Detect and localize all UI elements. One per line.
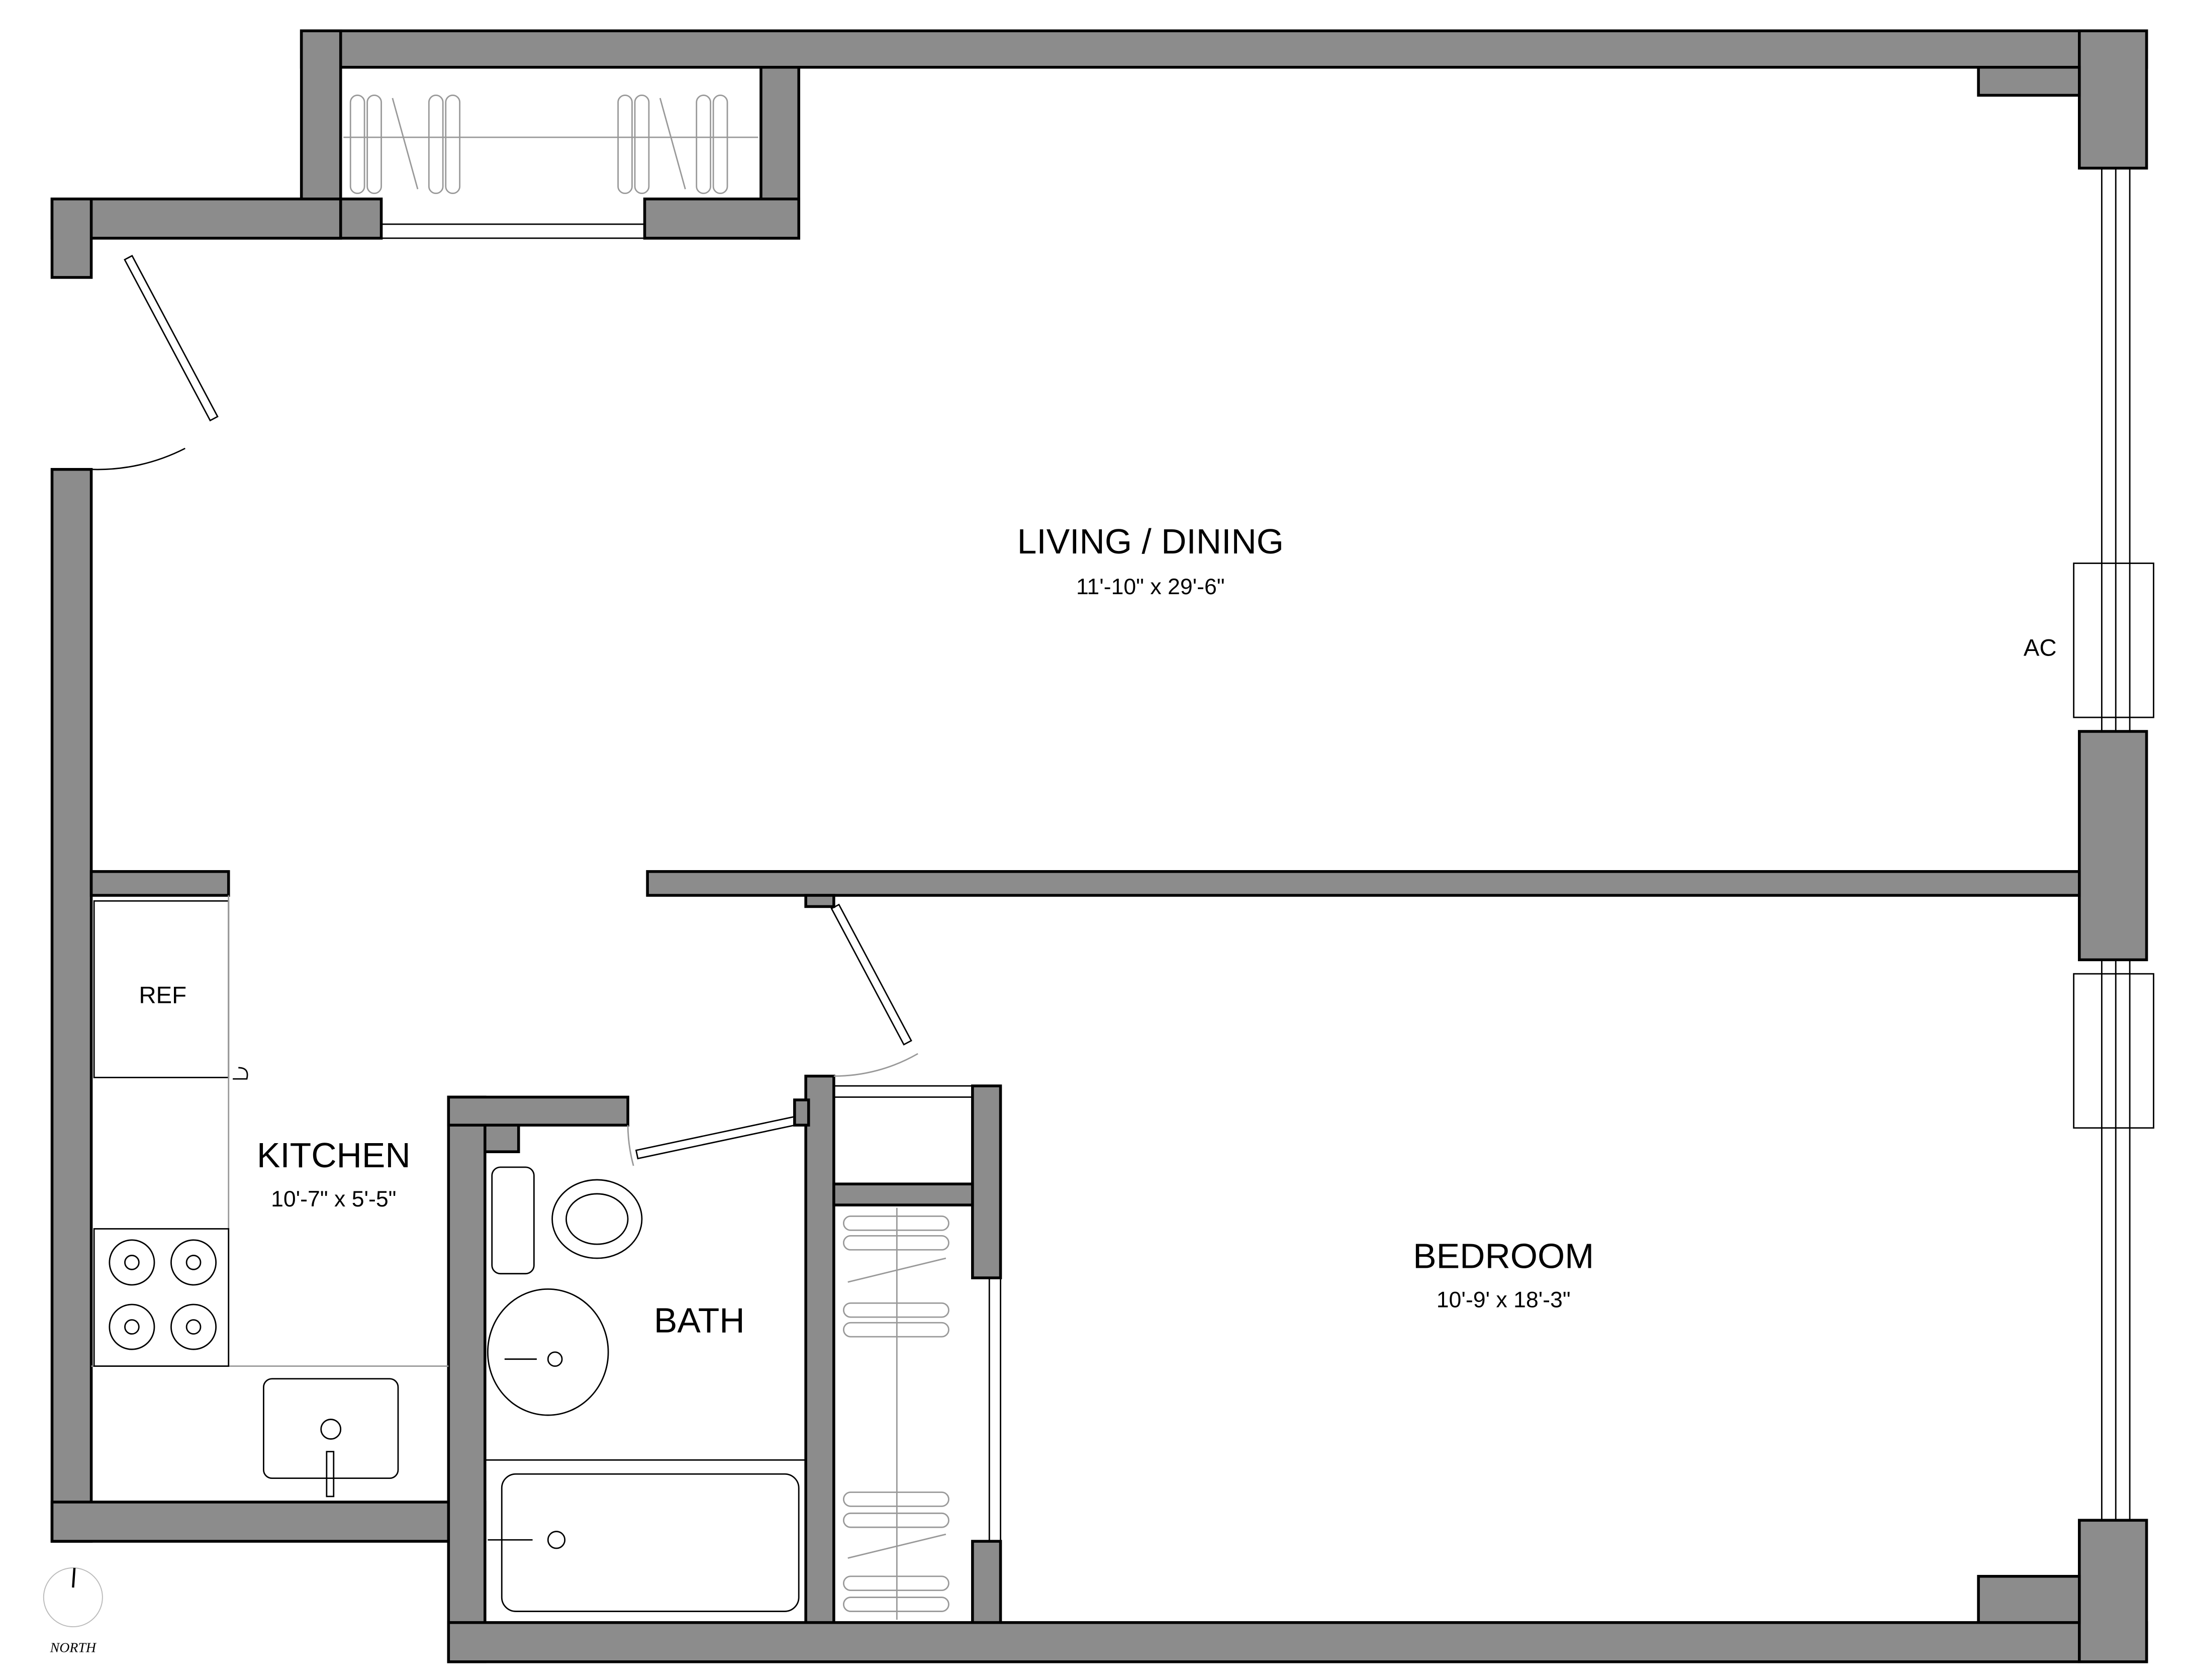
bedroom-label: BEDROOM (1413, 1237, 1594, 1276)
north-compass: NORTH (43, 1567, 103, 1655)
living-dining-size: 11'-10" x 29'-6" (1076, 575, 1225, 599)
stove (93, 1228, 230, 1367)
bath-fixtures (485, 1166, 806, 1612)
kitchen-sink (263, 1378, 399, 1479)
walls (50, 29, 2148, 1663)
ref-label: REF (139, 982, 186, 1009)
north-arrow-icon (72, 1567, 76, 1588)
bath-sink (487, 1288, 609, 1416)
toilet-bowl (551, 1179, 643, 1259)
bedroom-size: 10'-9' x 18'-3" (1437, 1288, 1571, 1313)
compass-circle (43, 1567, 103, 1628)
doors (91, 254, 974, 1166)
kitchen-label: KITCHEN (257, 1136, 411, 1175)
kitchen-size: 10'-7" x 5'-5" (271, 1187, 396, 1211)
toilet-tank (491, 1166, 535, 1275)
windows (381, 167, 2154, 1542)
bath-label: BATH (654, 1301, 745, 1340)
closets (343, 95, 949, 1620)
kitchen-fixtures (91, 895, 449, 1498)
living-dining-label: LIVING / DINING (1017, 522, 1284, 561)
north-label: NORTH (50, 1640, 97, 1655)
ac-label: AC (2024, 634, 2057, 661)
bathtub (501, 1473, 800, 1612)
